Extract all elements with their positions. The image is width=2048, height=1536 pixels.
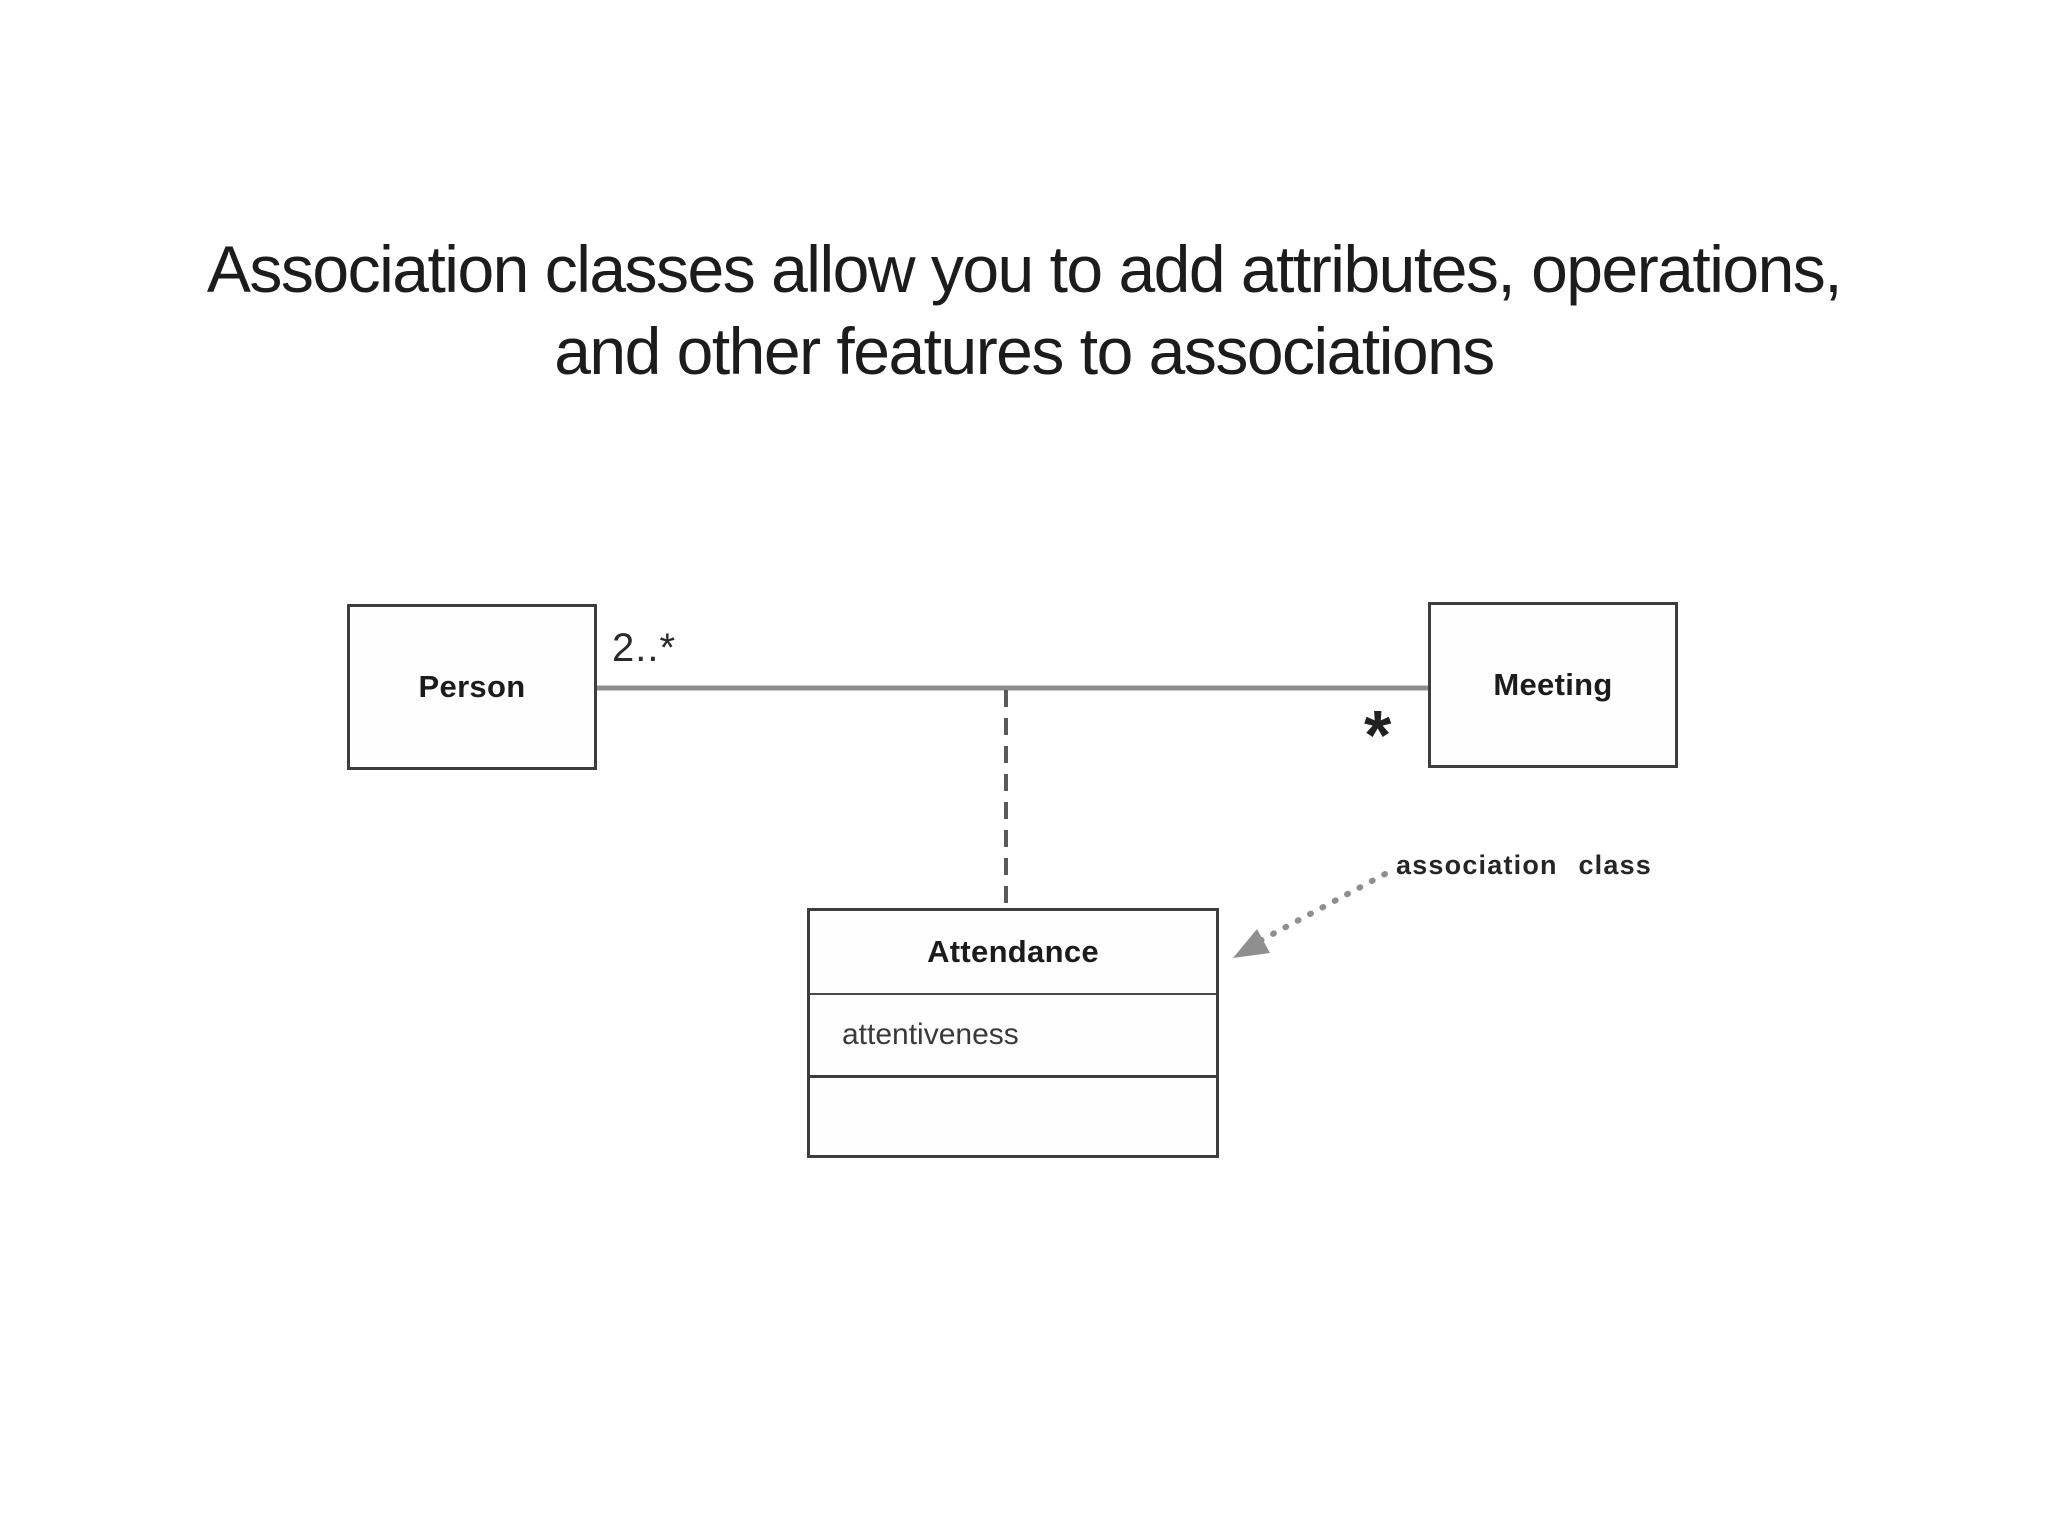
class-box-attendance: Attendance attentiveness xyxy=(807,908,1219,1158)
multiplicity-person-end: 2..* xyxy=(612,626,677,670)
multiplicity-meeting-end: * xyxy=(1364,696,1392,774)
attendance-name-compartment: Attendance xyxy=(810,911,1216,995)
title-line-1: Association classes allow you to add att… xyxy=(206,232,1843,306)
class-box-person: Person xyxy=(347,604,597,770)
attendance-attributes-compartment: attentiveness xyxy=(810,995,1216,1078)
annotation-label: association class xyxy=(1396,850,1653,880)
slide-title: Association classes allow you to add att… xyxy=(0,228,2048,392)
annotation-arrowhead-icon xyxy=(1233,929,1270,958)
attendance-attribute: attentiveness xyxy=(842,1018,1019,1051)
class-box-meeting: Meeting xyxy=(1428,602,1678,768)
attendance-class-name: Attendance xyxy=(927,934,1099,969)
attendance-operations-compartment xyxy=(810,1078,1216,1155)
person-class-name: Person xyxy=(418,669,526,704)
title-line-2: and other features to associations xyxy=(554,314,1495,388)
annotation-arrow-dotted-line xyxy=(1251,871,1388,947)
meeting-class-name: Meeting xyxy=(1493,667,1613,702)
